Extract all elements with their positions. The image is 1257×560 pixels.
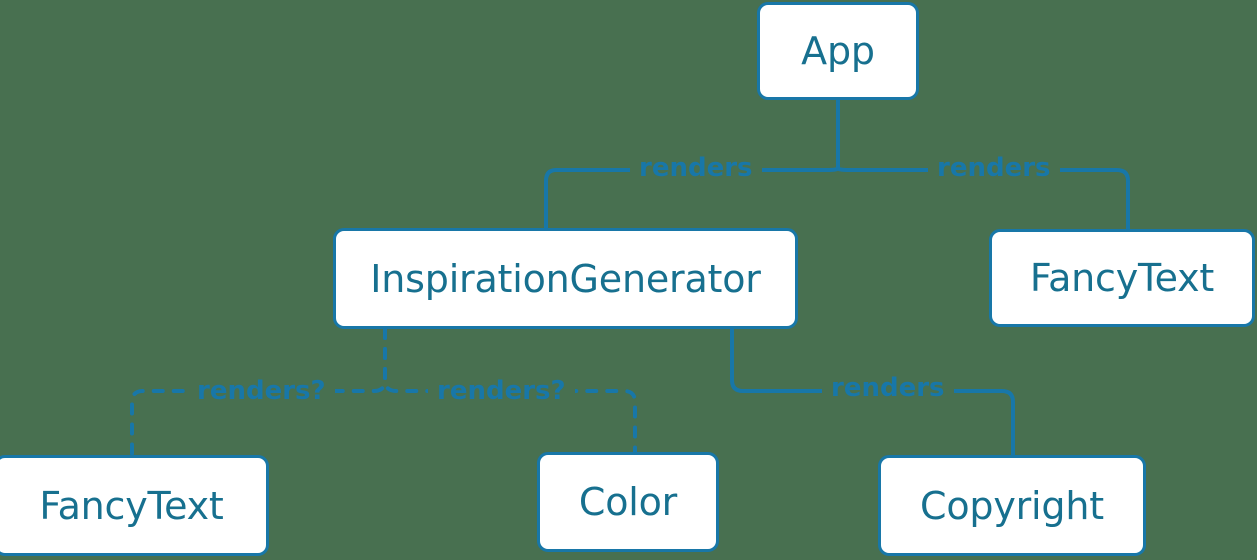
node-color-label: Color — [578, 480, 678, 524]
edge-label-app-to-fancytext-right: renders — [928, 155, 1060, 181]
node-app-label: App — [801, 29, 875, 73]
edge-label-inspirationgenerator-to-copyright: renders — [822, 375, 954, 401]
edge-app-to-fancytext-right — [836, 98, 1130, 231]
node-copyright[interactable]: Copyright — [878, 455, 1146, 556]
edge-label-inspirationgenerator-to-color: renders? — [428, 378, 575, 404]
node-fancytext-bottom[interactable]: FancyText — [0, 455, 269, 556]
node-inspirationgenerator[interactable]: InspirationGenerator — [333, 228, 798, 329]
node-copyright-label: Copyright — [920, 483, 1104, 528]
node-app[interactable]: App — [757, 2, 919, 100]
node-fancytext-bottom-label: FancyText — [39, 483, 224, 528]
edge-label-inspirationgenerator-to-fancytext-bottom: renders? — [188, 378, 335, 404]
node-color[interactable]: Color — [537, 452, 719, 552]
node-fancytext-right-label: FancyText — [1029, 256, 1215, 300]
node-inspirationgenerator-label: InspirationGenerator — [370, 256, 761, 301]
edge-label-app-to-inspirationgenerator: renders — [630, 155, 762, 181]
node-fancytext-right[interactable]: FancyText — [989, 229, 1255, 327]
